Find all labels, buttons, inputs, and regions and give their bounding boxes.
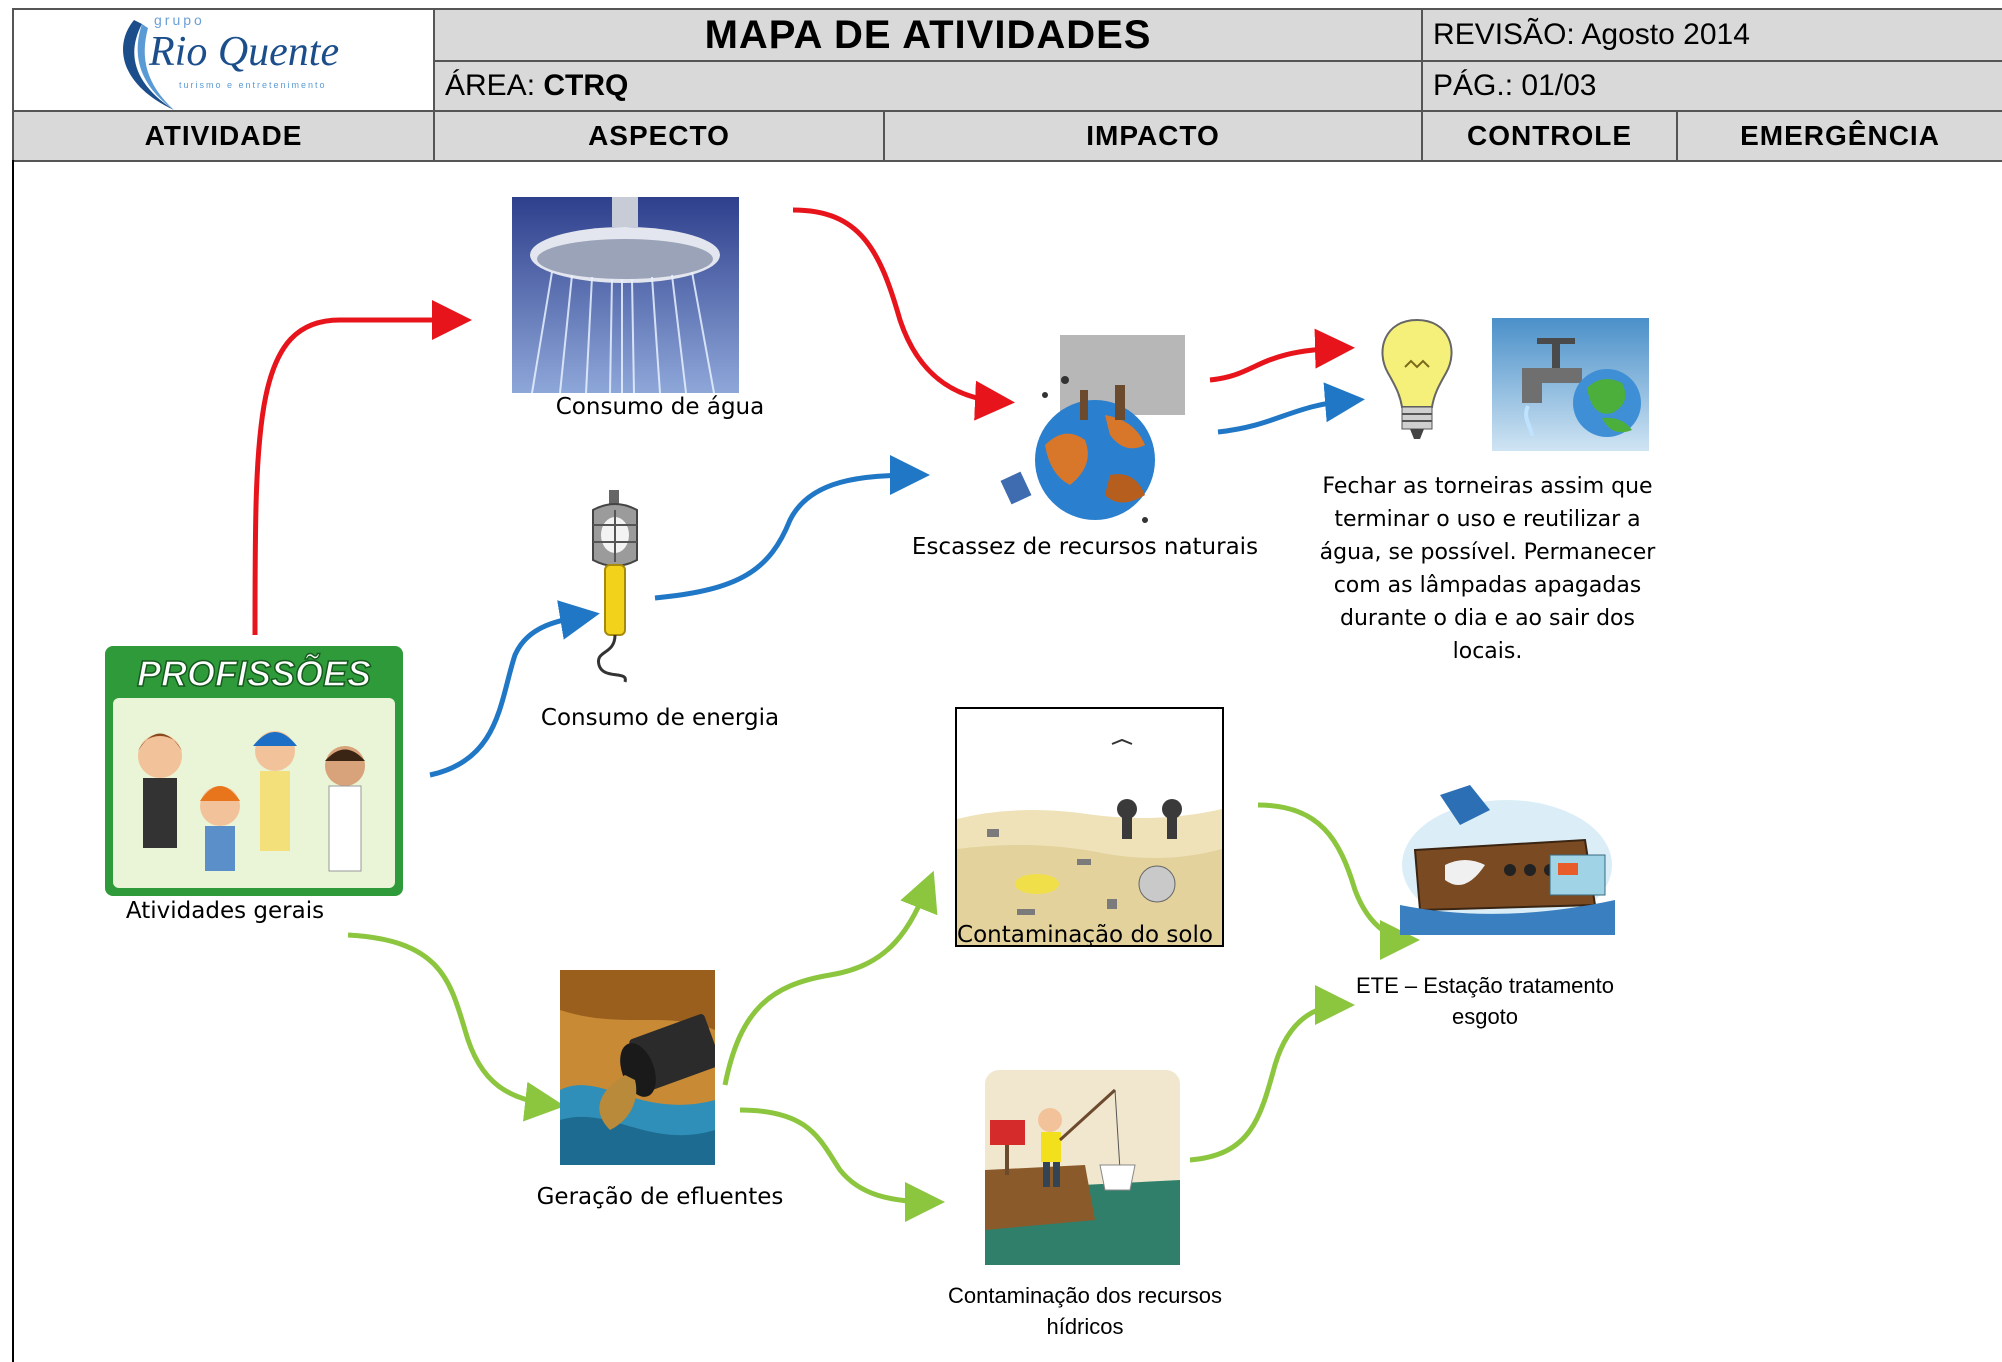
arrow-activity-to-effluents — [347, 932, 565, 1122]
polluted-river-icon — [985, 1070, 1180, 1265]
activity-label: Atividades gerais — [125, 898, 325, 924]
aspect-water-label: Consumo de água — [555, 394, 765, 420]
revision-info: REVISÃO: Agosto 2014 — [1421, 8, 2002, 62]
column-header-aspect: ASPECTO — [433, 110, 885, 162]
control-ete-label: ETE – Estação tratamento esgoto — [1355, 973, 1615, 1029]
logo-name-text: Rio Quente — [149, 29, 340, 75]
shower-icon — [512, 197, 739, 393]
arrow-scarcity-to-bulb — [1209, 328, 1355, 383]
impact-soil-label: Contaminação do solo — [957, 922, 1213, 948]
arrow-activity-to-water — [252, 300, 472, 636]
aspect-effluents-label: Geração de efluentes — [536, 1184, 784, 1210]
company-logo: grupo Rio Quente turismo e entreteniment… — [12, 8, 435, 112]
column-header-emergency: EMERGÊNCIA — [1676, 110, 2002, 162]
arrow-energy-to-scarcity — [654, 455, 930, 601]
work-lamp-icon — [585, 490, 645, 685]
impact-scarcity-label: Escassez de recursos naturais — [911, 534, 1259, 560]
page-title: MAPA DE ATIVIDADES — [432, 8, 1424, 62]
area-value: CTRQ — [543, 69, 629, 102]
logo-swoosh-icon — [123, 20, 174, 110]
arrow-water-to-scarcity — [792, 207, 1015, 421]
control-conservation-text: Fechar as torneiras assim que terminar o… — [1319, 474, 1656, 664]
treatment-plant-icon — [1400, 785, 1615, 935]
header-table: grupo Rio Quente turismo e entreteniment… — [12, 8, 2002, 162]
arrow-activity-to-energy — [429, 600, 600, 778]
aspect-energy-label: Consumo de energia — [540, 705, 780, 731]
column-header-impact: IMPACTO — [882, 110, 1424, 162]
polluted-beach-icon — [955, 707, 1224, 947]
column-header-activity: ATIVIDADE — [12, 110, 435, 162]
arrow-soil-to-ete — [1257, 802, 1420, 960]
arrow-effluents-to-soil — [722, 870, 938, 1086]
column-header-control: CONTROLE — [1421, 110, 1679, 162]
light-bulb-icon — [1370, 315, 1465, 445]
polluted-earth-icon — [985, 335, 1185, 535]
arrow-scarcity-to-faucet — [1217, 382, 1365, 435]
badge-title: PROFISSÕES — [137, 652, 371, 694]
professions-badge-icon: PROFISSÕES — [105, 646, 403, 896]
faucet-earth-icon — [1492, 318, 1649, 451]
impact-water-resources-label: Contaminação dos recursos hídricos — [948, 1283, 1222, 1339]
page-number: PÁG.: 01/03 — [1421, 60, 2002, 112]
left-border — [12, 160, 14, 1362]
effluent-pipe-icon — [560, 970, 715, 1165]
area-info: ÁREA: CTRQ — [432, 60, 1424, 112]
logo-grupo-text: grupo — [154, 12, 205, 28]
area-label: ÁREA: — [445, 69, 536, 102]
arrow-effluents-to-water — [739, 1107, 945, 1222]
arrow-water-to-ete — [1189, 985, 1355, 1163]
logo-tagline-text: turismo e entretenimento — [179, 80, 327, 90]
